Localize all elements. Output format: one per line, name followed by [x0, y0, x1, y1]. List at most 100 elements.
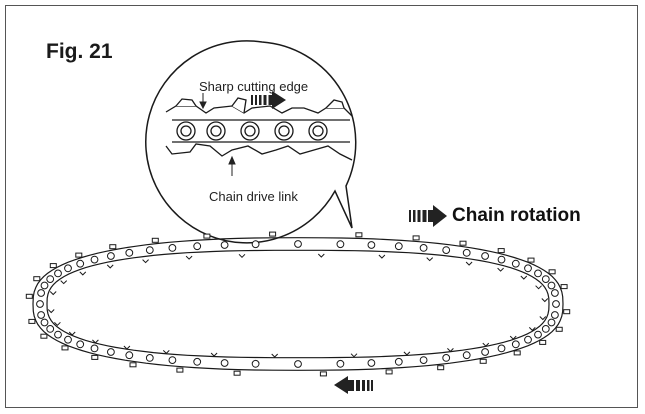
- chain-rivet: [251, 359, 260, 368]
- chain-rivet: [46, 325, 55, 333]
- chain-rivet: [168, 356, 177, 365]
- figure-label: Fig. 21: [46, 40, 113, 63]
- chain-rivet: [552, 300, 560, 308]
- chain-cutter: [203, 233, 211, 239]
- chain-rivet: [534, 330, 542, 339]
- chain-band-inner: [46, 249, 550, 359]
- chain-drive-tooth: [92, 339, 99, 344]
- chain-cutter: [563, 309, 571, 315]
- chain-cutter: [560, 284, 568, 290]
- chain-rivet: [419, 244, 428, 252]
- chain-rivet: [64, 264, 72, 273]
- chain-cutter: [555, 326, 563, 332]
- chain-rivet: [419, 356, 428, 365]
- chain-band-outer: [32, 237, 564, 371]
- chain-rivet: [37, 289, 45, 297]
- chain-rivet: [497, 255, 506, 264]
- chain-rotation-arrow-icon: [409, 205, 447, 227]
- chain-drive-tooth: [185, 255, 193, 260]
- chain-rivet: [145, 246, 154, 255]
- chain-drive-tooth: [162, 350, 170, 355]
- chain-rivet: [76, 259, 85, 268]
- chain-rivet: [547, 318, 556, 327]
- chain-rivet: [64, 335, 72, 344]
- saw-chain-loop: [25, 231, 571, 377]
- chain-rivet: [524, 335, 532, 344]
- chain-cutter: [319, 371, 327, 377]
- chain-cutter: [527, 257, 535, 263]
- chain-rivet: [547, 281, 556, 290]
- chain-rivet: [168, 244, 177, 252]
- chain-cutter: [91, 354, 99, 360]
- chain-cutter: [61, 345, 69, 351]
- chain-drive-tooth: [271, 353, 279, 358]
- chain-drive-tooth: [447, 348, 454, 353]
- chain-cutter: [25, 293, 33, 299]
- chain-rivet: [336, 240, 345, 249]
- callout-pointers: [199, 93, 236, 176]
- chain-rivet: [90, 344, 99, 353]
- chain-rivet: [336, 359, 345, 368]
- chain-return-arrow-icon: [334, 376, 373, 394]
- chain-drive-tooth: [509, 335, 517, 340]
- chain-rivet: [524, 264, 532, 273]
- chain-drive-tooth: [426, 257, 434, 262]
- chain-cutter: [269, 231, 277, 237]
- chain-cutter: [40, 333, 48, 339]
- chain-rivet: [125, 248, 134, 257]
- chain-rivet: [481, 252, 490, 260]
- chain-cutter: [75, 252, 83, 258]
- chain-cutter: [109, 244, 117, 250]
- chain-rivet: [442, 354, 451, 362]
- chain-cutter: [355, 232, 363, 238]
- chain-drive-tooth: [49, 291, 57, 296]
- chain-drive-tooth: [317, 253, 325, 258]
- chain-drive-tooth: [465, 261, 473, 266]
- chain-rivet: [367, 241, 376, 249]
- chain-rivet: [46, 275, 55, 284]
- chain-drive-tooth: [350, 353, 358, 358]
- chain-rotation-label: Chain rotation: [452, 205, 581, 226]
- chain-drive-tooth: [528, 327, 536, 332]
- chain-rivet: [511, 259, 520, 268]
- chain-rivet: [193, 357, 202, 366]
- chain-drive-tooth: [482, 342, 490, 347]
- chain-drive-tooth: [403, 351, 411, 356]
- chain-drive-tooth: [378, 254, 386, 259]
- chain-rivet: [251, 240, 260, 249]
- chain-rivet: [54, 269, 62, 278]
- chain-rivet: [90, 255, 99, 264]
- chain-cutter: [176, 367, 184, 373]
- chain-cutter: [49, 263, 57, 269]
- chain-rivet: [462, 351, 471, 360]
- chain-drive-tooth: [123, 345, 131, 350]
- chain-rivet: [40, 318, 49, 327]
- chain-rivet: [40, 281, 49, 290]
- chain-rivet: [534, 269, 542, 278]
- chain-rivet: [107, 252, 115, 260]
- chain-rivet: [497, 344, 506, 353]
- chain-rivet: [294, 360, 302, 368]
- chain-rivet: [394, 357, 403, 366]
- chain-rivet: [551, 289, 559, 297]
- chain-rivet: [125, 351, 134, 360]
- chain-rivet: [462, 248, 471, 257]
- cutting-direction-arrow-icon: [251, 91, 286, 109]
- chain-cutter: [539, 339, 547, 345]
- chain-drive-tooth: [60, 280, 68, 285]
- cutting-edge-label: Sharp cutting edge: [199, 79, 309, 94]
- chain-cutter: [412, 235, 420, 241]
- chain-drive-tooth: [210, 352, 218, 357]
- chain-rivet: [551, 311, 559, 319]
- chain-rivet: [541, 325, 550, 333]
- chain-drive-tooth: [79, 271, 87, 276]
- chain-rivet: [442, 246, 451, 255]
- chain-rivet: [193, 242, 202, 251]
- chain-cutter: [497, 248, 505, 254]
- chain-rivet: [220, 241, 229, 249]
- chain-cutter: [459, 240, 467, 246]
- chain-cutter: [385, 369, 393, 375]
- chain-cutter: [129, 362, 137, 368]
- chain-drive-tooth: [539, 316, 547, 321]
- chain-rivet: [145, 354, 154, 362]
